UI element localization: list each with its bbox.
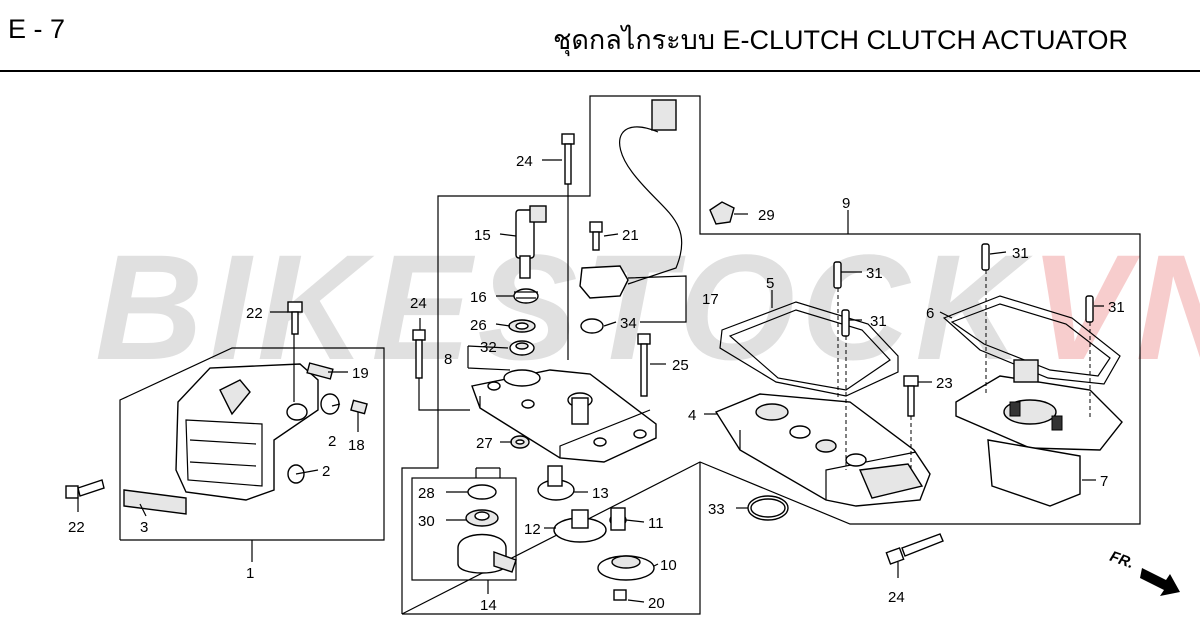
bolt-22-top [287, 301, 303, 335]
callout-8: 8 [444, 351, 452, 368]
callout-15: 15 [474, 227, 491, 244]
callout-31c: 31 [1012, 245, 1029, 262]
callout-1: 1 [246, 565, 254, 582]
watermark: BIKESTOCKVN [95, 232, 1200, 382]
callout-9: 9 [842, 195, 850, 212]
callout-19: 19 [352, 365, 369, 382]
bolt-21 [589, 221, 603, 251]
bolt-22-bottom [65, 479, 105, 499]
callout-labels: 1 2 2 3 4 5 6 7 8 9 10 11 12 13 14 15 16… [68, 153, 1125, 614]
bolt-24-bottom [885, 533, 944, 565]
fr-arrow-icon [1140, 568, 1180, 596]
watermark-part-b: VN [1029, 223, 1200, 391]
bolt-24-left [412, 329, 426, 379]
callout-30: 30 [418, 513, 435, 530]
part-7-motor [955, 359, 1123, 507]
callout-31d: 31 [1108, 299, 1125, 316]
callout-24c: 24 [888, 589, 905, 606]
callout-26: 26 [470, 317, 487, 334]
part-8-housing [471, 369, 657, 463]
callout-23: 23 [936, 375, 953, 392]
callout-11: 11 [648, 515, 664, 532]
page-code: E - 7 [8, 14, 66, 44]
callout-28: 28 [418, 485, 435, 502]
bolt-23 [903, 375, 919, 417]
callout-31b: 31 [870, 313, 887, 330]
part-6-gasket [942, 295, 1121, 385]
leader-lines [77, 159, 1104, 603]
fr-direction-label: FR. [1108, 548, 1137, 572]
callout-24a: 24 [516, 153, 533, 170]
callout-4: 4 [688, 407, 696, 424]
callout-10: 10 [660, 557, 677, 574]
callout-2a: 2 [328, 433, 336, 450]
callout-21: 21 [622, 227, 639, 244]
watermark-part-a: BIKESTOCK [95, 223, 1030, 391]
callout-17: 17 [702, 291, 719, 308]
bolt-25 [637, 333, 651, 397]
callout-16: 16 [470, 289, 487, 306]
header-bar: E - 7 ชุดกลไกระบบ E-CLUTCH CLUTCH ACTUAT… [0, 0, 1200, 72]
callout-20: 20 [648, 595, 665, 612]
callout-14: 14 [480, 597, 497, 614]
part-17-sensor [579, 99, 683, 299]
pins-31 [833, 243, 1094, 337]
callout-25: 25 [672, 357, 689, 374]
callout-2b: 2 [322, 463, 330, 480]
callout-6: 6 [926, 305, 934, 322]
seal-parts [508, 288, 604, 449]
part-29 [709, 201, 735, 225]
callout-34: 34 [620, 315, 637, 332]
part-4-housing [714, 393, 931, 507]
callout-31a: 31 [866, 265, 883, 282]
callout-18: 18 [348, 437, 365, 454]
callout-33: 33 [708, 501, 725, 518]
callout-5: 5 [766, 275, 774, 292]
bolt-24-top [561, 133, 575, 185]
group-frames [119, 95, 1141, 615]
callout-3: 3 [140, 519, 148, 536]
part-15-sensor [515, 205, 547, 279]
callout-22b: 22 [68, 519, 85, 536]
callout-27: 27 [476, 435, 493, 452]
callout-13: 13 [592, 485, 609, 502]
gear-parts [457, 465, 655, 601]
part-5-gasket [719, 301, 899, 397]
part-1-cover [175, 363, 319, 501]
callout-24b: 24 [410, 295, 427, 312]
callout-7: 7 [1100, 473, 1108, 490]
callout-12: 12 [524, 521, 541, 538]
part-3-strip [123, 489, 187, 515]
callout-32: 32 [480, 339, 497, 356]
page-title: ชุดกลไกระบบ E-CLUTCH CLUTCH ACTUATOR [553, 25, 1128, 55]
part-33-oring [747, 495, 789, 521]
callout-22a: 22 [246, 305, 263, 322]
callout-29: 29 [758, 207, 775, 224]
